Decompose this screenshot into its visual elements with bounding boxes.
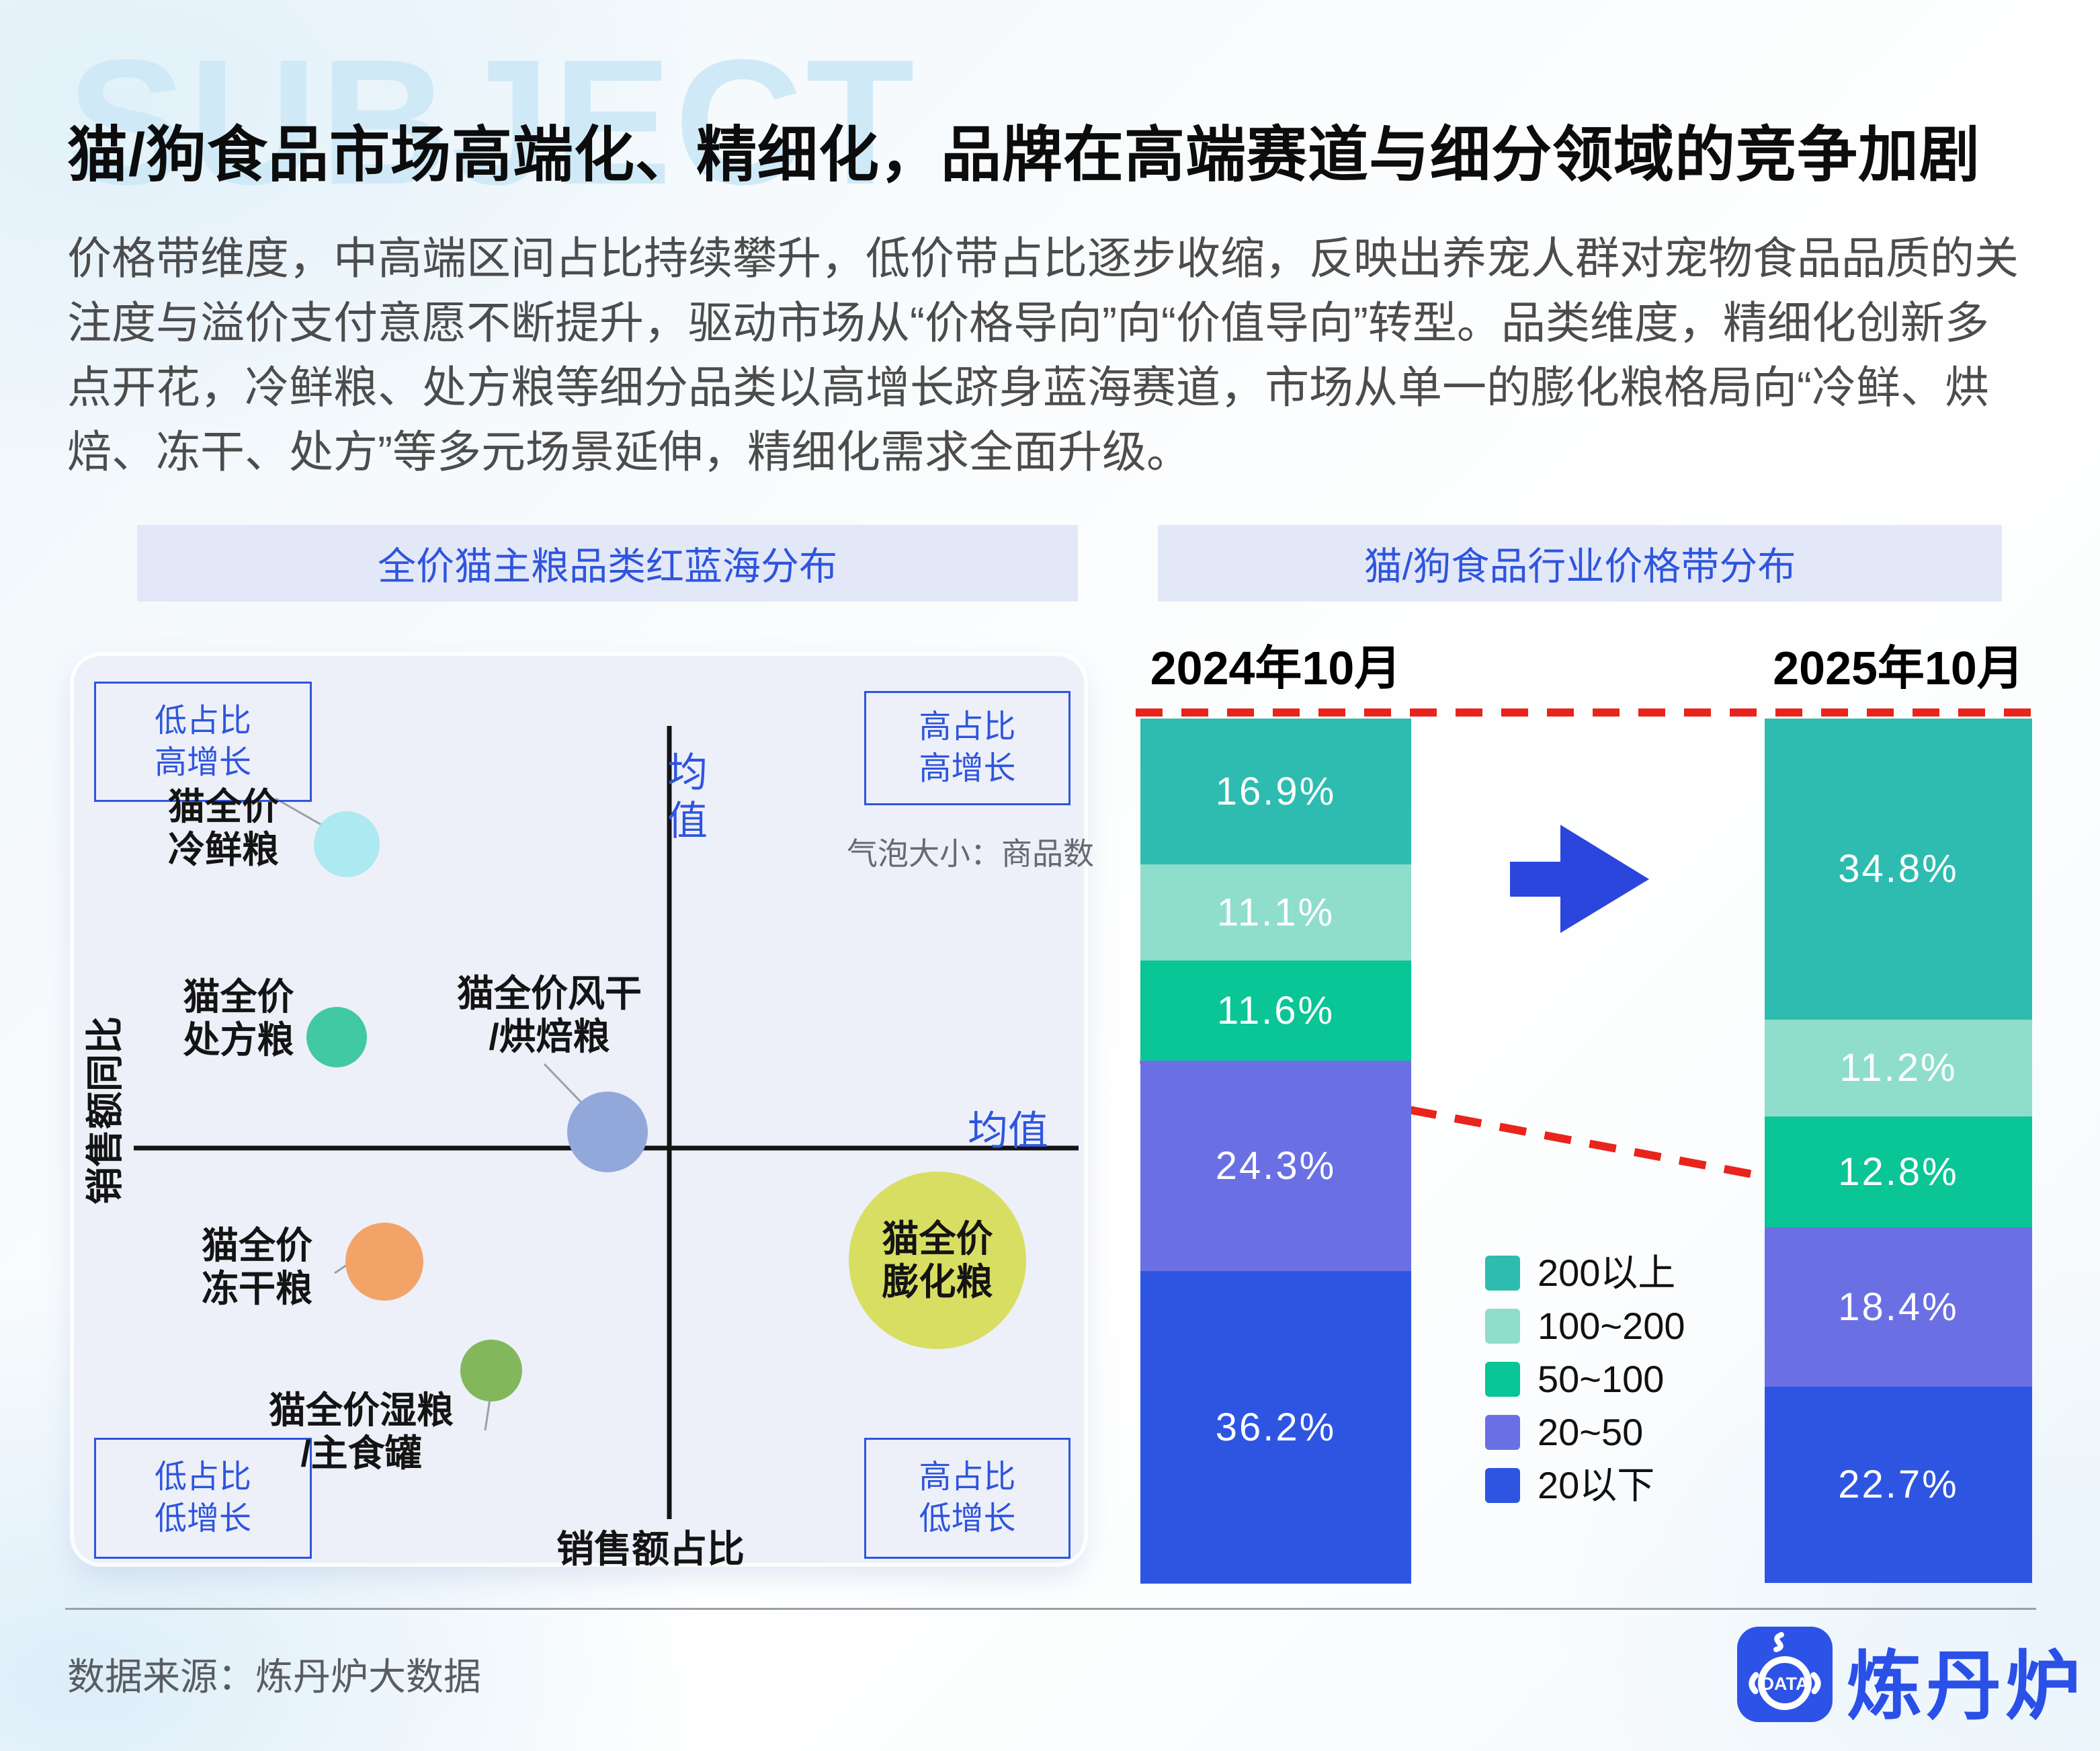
legend-item-20~50: 20~50 — [1485, 1411, 1644, 1453]
quadrant-text: 低增长 — [154, 1501, 251, 1537]
quadrant-box-bottom-right: 高占比 低增长 — [864, 1438, 1070, 1559]
bubble-猫全价湿粮/主食罐 — [460, 1340, 522, 1401]
legend-swatch-icon — [1485, 1468, 1520, 1503]
section-title-priceband: 猫/狗食品行业价格带分布 — [1158, 525, 2002, 602]
scatter-plot — [134, 726, 1079, 1519]
bar-segment-100~200: 11.1% — [1140, 864, 1411, 961]
bubble-猫全价处方粮 — [306, 1007, 367, 1067]
legend-label: 50~100 — [1538, 1358, 1665, 1400]
bar-segment-value: 22.7% — [1838, 1463, 1959, 1507]
legend-item-200以上: 200以上 — [1485, 1252, 1676, 1294]
bar-segment-value: 11.1% — [1216, 891, 1335, 935]
arrow-right-icon — [1510, 825, 1649, 933]
bar-segment-100~200: 11.2% — [1765, 1019, 2032, 1117]
stacked-bar-2024年10月: 16.9% 11.1% 11.6% 24.3% 36.2% — [1140, 719, 1411, 1584]
legend-label: 200以上 — [1538, 1252, 1676, 1294]
legend-swatch-icon — [1485, 1415, 1520, 1450]
bubble-size-note: 气泡大小：商品数 — [847, 836, 1094, 871]
intro-paragraph: 价格带维度，中高端区间占比持续攀升，低价带占比逐步收缩，反映出养宠人群对宠物食品… — [67, 233, 2019, 477]
bar-segment-20~50: 24.3% — [1140, 1061, 1411, 1271]
quadrant-text: 低占比 — [154, 702, 251, 739]
bubble-label-猫全价膨化粮: 猫全价膨化粮 — [837, 1217, 1038, 1303]
x-mean-label: 均值 — [968, 1108, 1048, 1153]
legend-label: 100~200 — [1538, 1305, 1685, 1347]
bubble-label-猫全价湿粮/主食罐: 猫全价湿粮/主食罐 — [265, 1389, 457, 1475]
priceband-chart: 2024年10月 2025年10月 16.9% 11.1% 11.6% 24.3% 36… — [1136, 630, 2050, 1605]
bubble-layer — [275, 797, 1026, 1431]
bar-segment-value: 34.8% — [1838, 847, 1959, 891]
legend-item-20以下: 20以下 — [1485, 1464, 1655, 1506]
bubble-label-猫全价风干/烘焙粮: 猫全价风干/烘焙粮 — [450, 972, 648, 1058]
bar-segment-value: 12.8% — [1838, 1149, 1959, 1194]
bubble-label-line: 猫全价 — [201, 1225, 312, 1266]
legend-swatch-icon — [1485, 1309, 1520, 1344]
red-dashed-top-line — [1136, 708, 2044, 717]
legend-item-100~200: 100~200 — [1485, 1305, 1685, 1347]
bubble-label-line: 膨化粮 — [882, 1261, 993, 1303]
bubble-猫全价膨化粮 — [849, 1172, 1026, 1349]
quadrant-text: 高增长 — [154, 744, 251, 780]
bubble-label-猫全价冻干粮: 猫全价冻干粮 — [198, 1224, 316, 1310]
quadrant-text: 低增长 — [919, 1501, 1016, 1537]
scatter-chart-card: 低占比 高增长 高占比 高增长 低占比 低增长 高占比 低增长 均值 均值 气泡… — [74, 656, 1094, 1570]
logo-wordmark: 炼丹炉 — [1847, 1644, 2085, 1728]
stacked-bar-2025年10月: 34.8% 11.2% 12.8% 18.4% 22.7% — [1765, 719, 2032, 1584]
bubble-label-猫全价处方粮: 猫全价处方粮 — [178, 975, 299, 1061]
bar-segment-50~100: 11.6% — [1140, 960, 1411, 1061]
legend-label: 20~50 — [1538, 1411, 1644, 1453]
bar-segment-value: 11.2% — [1839, 1046, 1958, 1090]
legend-item-50~100: 50~100 — [1485, 1358, 1665, 1400]
quadrant-box-top-left: 低占比 高增长 — [94, 682, 312, 802]
bar-segment-200以上: 16.9% — [1140, 719, 1411, 865]
subject-watermark: SUBJECT — [67, 23, 917, 222]
bar-segment-value: 36.2% — [1215, 1405, 1337, 1449]
legend-swatch-icon — [1485, 1362, 1520, 1397]
bar-segment-20以下: 22.7% — [1765, 1386, 2032, 1583]
bar-category-label-2025: 2025年10月 — [1773, 642, 2024, 694]
bubble-label-猫全价冷鲜粮: 猫全价冷鲜粮 — [161, 785, 286, 871]
page-title: 猫/狗食品市场高端化、精细化，品牌在高端赛道与细分领域的竞争加剧 — [67, 122, 1981, 189]
bar-segment-value: 24.3% — [1215, 1143, 1337, 1188]
bubble-label-line: 猫全价 — [882, 1218, 993, 1260]
bar-segment-value: 18.4% — [1838, 1285, 1959, 1329]
bubble-label-line: 冷鲜粮 — [167, 829, 279, 870]
bubble-label-line: 冻干粮 — [201, 1268, 312, 1309]
footer-divider — [65, 1608, 2036, 1610]
bubble-label-line: /主食罐 — [300, 1432, 422, 1474]
bar-segment-20~50: 18.4% — [1765, 1227, 2032, 1387]
bubble-label-line: 猫全价风干 — [456, 973, 642, 1014]
bubble-猫全价风干/烘焙粮 — [567, 1092, 648, 1172]
bubble-label-line: 猫全价 — [183, 976, 294, 1018]
bar-segment-value: 11.6% — [1216, 989, 1335, 1033]
bubble-label-line: 猫全价湿粮 — [268, 1389, 454, 1431]
quadrant-text: 高增长 — [919, 751, 1016, 786]
bubble-猫全价冻干粮 — [345, 1223, 423, 1301]
quadrant-text: 低占比 — [154, 1459, 251, 1495]
bubble-猫全价冷鲜粮 — [314, 811, 380, 877]
quadrant-box-top-right: 高占比 高增长 — [864, 691, 1070, 805]
bar-segment-200以上: 34.8% — [1765, 719, 2032, 1020]
x-axis-label: 销售额占比 — [556, 1528, 745, 1570]
bar-segment-20以下: 36.2% — [1140, 1270, 1411, 1584]
bar-category-label-2024: 2024年10月 — [1150, 642, 1402, 694]
bar-segment-50~100: 12.8% — [1765, 1116, 2032, 1227]
furnace-icon: DATA — [1749, 1632, 1821, 1710]
bar-segment-value: 16.9% — [1215, 770, 1337, 814]
y-axis-label: 销售额同比 — [83, 1016, 126, 1205]
legend-label: 20以下 — [1538, 1464, 1655, 1506]
bubble-label-line: 处方粮 — [183, 1019, 294, 1061]
legend-swatch-icon — [1485, 1256, 1520, 1291]
section-title-scatter: 全价猫主粮品类红蓝海分布 — [137, 525, 1078, 602]
logo-badge-text: DATA — [1761, 1674, 1809, 1694]
bubble-label-line: /烘焙粮 — [489, 1016, 610, 1057]
quadrant-box-bottom-left: 低占比 低增长 — [94, 1438, 312, 1559]
quadrant-text: 高占比 — [919, 1459, 1016, 1495]
data-source-text: 数据来源：炼丹炉大数据 — [67, 1656, 481, 1698]
liandanlu-logo-icon: DATA — [1737, 1627, 1833, 1722]
y-mean-label: 均值 — [667, 750, 708, 844]
quadrant-text: 高占比 — [919, 709, 1016, 745]
bubble-label-line: 猫全价 — [167, 786, 279, 827]
